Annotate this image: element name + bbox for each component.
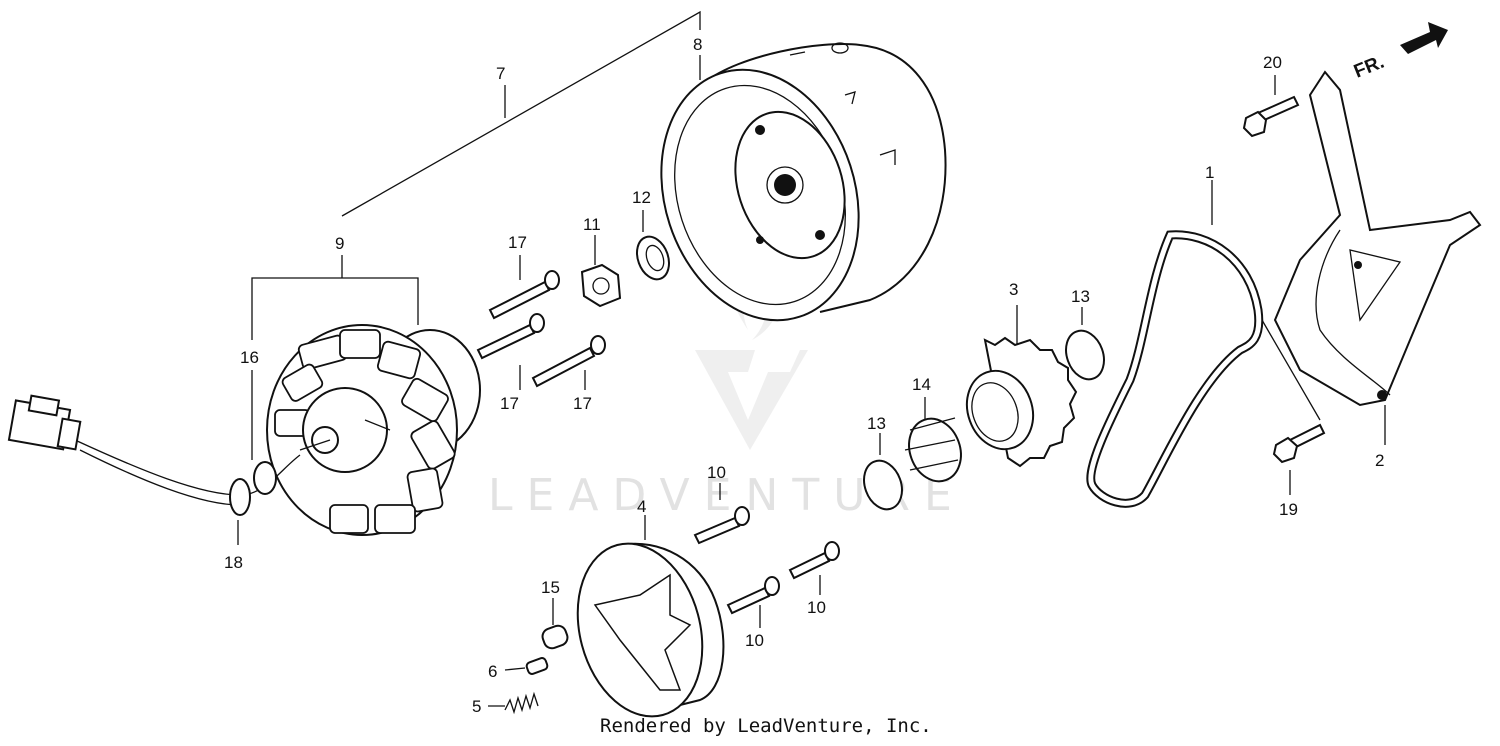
callout-19: 19 bbox=[1279, 500, 1298, 519]
callout-12: 12 bbox=[632, 188, 651, 207]
starter-clutch bbox=[576, 515, 725, 718]
callout-13a: 13 bbox=[1071, 287, 1090, 306]
bolts-17 bbox=[476, 255, 606, 390]
leader-7 bbox=[341, 10, 701, 217]
bolts-10 bbox=[693, 483, 840, 628]
callout-7: 7 bbox=[496, 64, 505, 83]
nut-and-washer bbox=[580, 210, 670, 308]
callout-16: 16 bbox=[240, 348, 259, 367]
callout-17a: 17 bbox=[508, 233, 527, 252]
stator-assembly bbox=[251, 255, 481, 536]
callout-6: 6 bbox=[488, 662, 497, 681]
callout-8: 8 bbox=[693, 35, 702, 54]
callout-15: 15 bbox=[541, 578, 560, 597]
callout-18: 18 bbox=[224, 553, 243, 572]
callout-5: 5 bbox=[472, 697, 481, 716]
front-direction-arrow bbox=[1400, 22, 1448, 54]
wire-harness bbox=[7, 394, 301, 506]
front-direction-label: FR. bbox=[1351, 52, 1387, 83]
o-rings-16-18 bbox=[229, 370, 277, 545]
callout-2: 2 bbox=[1375, 451, 1384, 470]
callout-20: 20 bbox=[1263, 53, 1282, 72]
callout-14: 14 bbox=[912, 375, 931, 394]
callout-10a: 10 bbox=[707, 463, 726, 482]
callout-4: 4 bbox=[637, 497, 646, 516]
callout-9: 9 bbox=[335, 234, 344, 253]
callout-numbers: 1 2 3 4 5 6 7 8 9 10 10 10 11 12 13 13 1… bbox=[224, 35, 1384, 716]
callout-17c: 17 bbox=[573, 394, 592, 413]
callout-1: 1 bbox=[1205, 163, 1214, 182]
drive-chain bbox=[1086, 180, 1264, 508]
callout-13b: 13 bbox=[867, 414, 886, 433]
chain-guide bbox=[1261, 70, 1482, 445]
rollers-and-springs bbox=[488, 598, 569, 715]
callout-11: 11 bbox=[583, 215, 601, 234]
callout-3: 3 bbox=[1009, 280, 1018, 299]
flywheel-rotor bbox=[660, 42, 947, 322]
render-credit: Rendered by LeadVenture, Inc. bbox=[600, 715, 932, 737]
callout-17b: 17 bbox=[500, 394, 519, 413]
callout-10c: 10 bbox=[807, 598, 826, 617]
bolts-19-20 bbox=[1242, 75, 1326, 495]
callout-10b: 10 bbox=[745, 631, 764, 650]
sprocket-and-bearing bbox=[863, 305, 1105, 511]
